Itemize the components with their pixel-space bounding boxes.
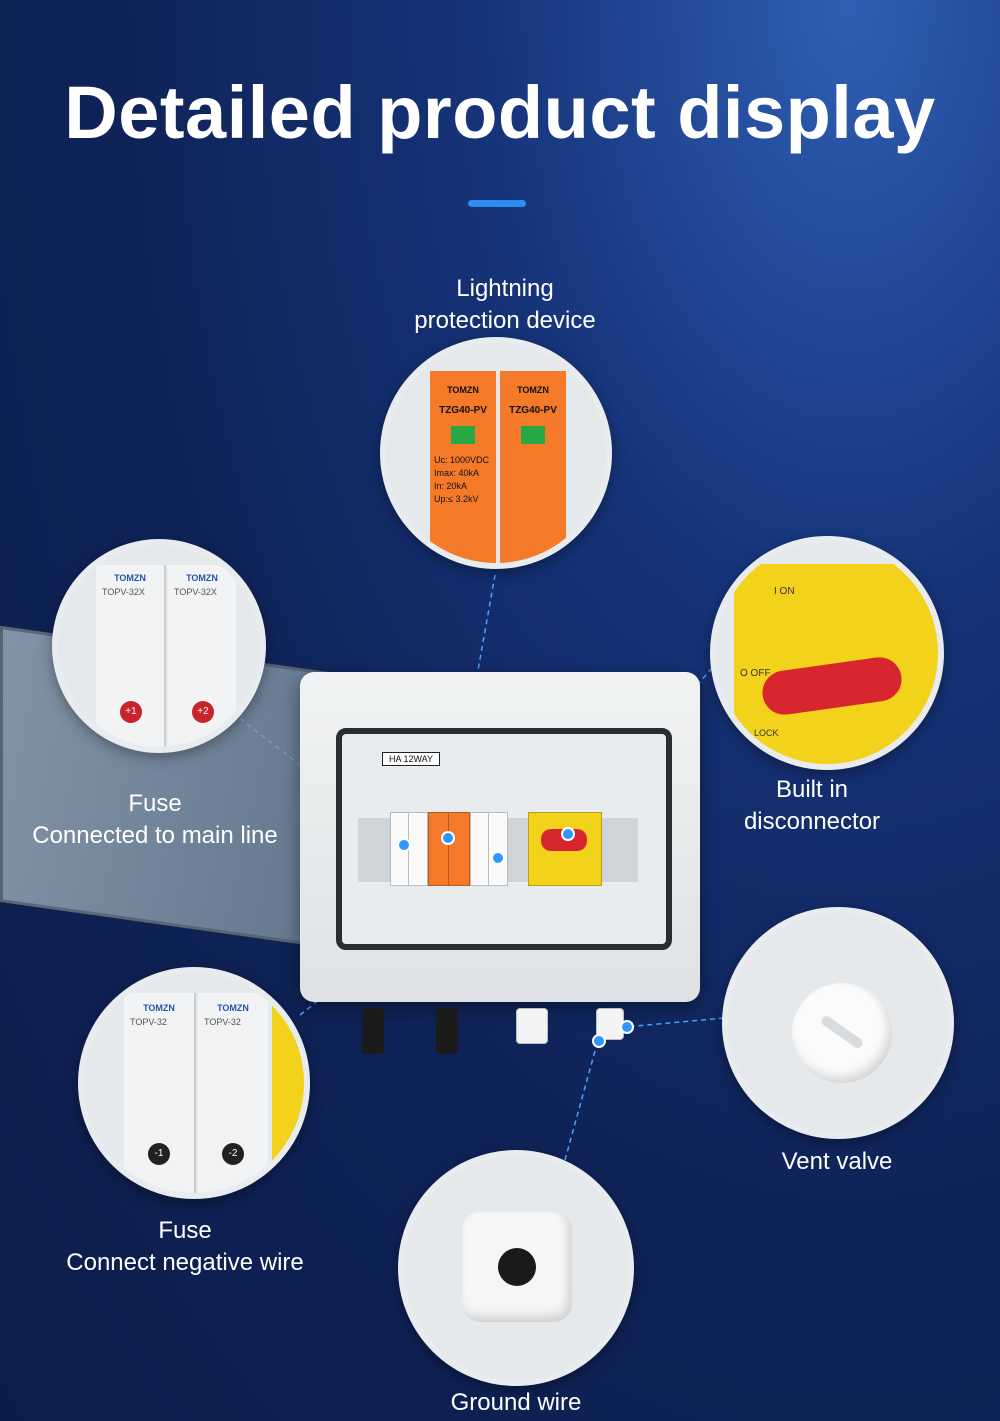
fuse-minus-badge: -2 — [222, 1143, 244, 1165]
marker-dot — [561, 827, 575, 841]
fuse-plus-badge: +2 — [192, 701, 214, 723]
lock-label: LOCK — [754, 728, 779, 738]
brand-label: TOMZN — [447, 385, 479, 395]
vent-cap — [792, 983, 892, 1083]
marker-dot — [397, 838, 411, 852]
disconnector-zoom: I ON O OFF LOCK — [710, 536, 944, 770]
brand-label: TOMZN — [114, 573, 146, 583]
mc4-connector — [362, 1008, 384, 1054]
on-label: I ON — [774, 586, 795, 597]
vent-valve-label: Vent valve — [781, 1148, 893, 1175]
switch-edge — [272, 993, 304, 1193]
spd-model-label: TZG40-PV — [509, 405, 557, 416]
off-label: O OFF — [740, 668, 771, 679]
fuse-model-label: TOPV-32 — [130, 1017, 167, 1027]
fuse-model-label: TOPV-32X — [102, 587, 145, 597]
fuse-holder-closeup: TOMZN TOPV-32X +1 — [96, 565, 166, 747]
fuse-model-label: TOPV-32X — [174, 587, 217, 597]
fuse-minus-badge: -1 — [148, 1143, 170, 1165]
spd-module-closeup: TOMZN TZG40-PV Uc: 1000VDC Imax: 40kA In… — [430, 371, 496, 563]
vent-valve-zoom — [722, 907, 954, 1139]
status-window — [521, 426, 545, 444]
marker-dot — [620, 1020, 634, 1034]
status-window — [451, 426, 475, 444]
page-title: Detailed product display — [64, 71, 936, 154]
fuse-main-label: Fuse Connected to main line — [32, 790, 278, 849]
brand-label: TOMZN — [143, 1003, 175, 1013]
spd-specs: Uc: 1000VDC Imax: 40kA In: 20kA Up:≤ 3.2… — [434, 455, 490, 504]
mc4-connector — [436, 1008, 458, 1054]
panel-label: HA 12WAY — [382, 752, 441, 766]
cable-gland-closeup — [462, 1212, 572, 1322]
fuse-holder-closeup: TOMZN TOPV-32 -2 — [198, 993, 268, 1193]
spd-model-label: TZG40-PV — [439, 405, 487, 416]
spd-module — [428, 812, 450, 886]
lightning-protection-label: Lightning protection device — [414, 275, 596, 334]
fuse-module — [470, 812, 490, 886]
disconnector-switch — [528, 812, 602, 886]
brand-label: TOMZN — [186, 573, 218, 583]
marker-dot — [441, 831, 455, 845]
spd-module-closeup: TOMZN TZG40-PV — [500, 371, 566, 563]
vent-slot — [819, 1014, 865, 1050]
fuse-module — [488, 812, 508, 886]
marker-dot — [592, 1034, 606, 1048]
fuse-main-zoom: TOMZN TOPV-32X +1 TOMZN TOPV-32X +2 — [52, 539, 266, 753]
switch-plate: I ON O OFF LOCK — [734, 564, 938, 764]
gland-hole — [498, 1248, 536, 1286]
lightning-protection-zoom: TOMZN TZG40-PV Uc: 1000VDC Imax: 40kA In… — [380, 337, 612, 569]
brand-label: TOMZN — [517, 385, 549, 395]
rotary-handle — [759, 654, 905, 718]
fuse-negative-label: Fuse Connect negative wire — [66, 1217, 304, 1276]
fuse-model-label: TOPV-32 — [204, 1017, 241, 1027]
fuse-module — [408, 812, 428, 886]
brand-label: TOMZN — [217, 1003, 249, 1013]
ground-wire-label: Ground wire — [450, 1389, 582, 1416]
disconnector-label: Built in disconnector — [743, 776, 881, 835]
cable-gland — [516, 1008, 548, 1044]
fuse-holder-closeup: TOMZN TOPV-32 -1 — [124, 993, 196, 1193]
spd-module — [448, 812, 470, 886]
title-underline — [468, 200, 526, 207]
fuse-holder-closeup: TOMZN TOPV-32X +2 — [168, 565, 236, 747]
inner-frame: HA 12WAY — [336, 728, 672, 950]
ground-wire-zoom — [398, 1150, 634, 1386]
fuse-plus-badge: +1 — [120, 701, 142, 723]
distribution-box: HA 12WAY — [300, 672, 700, 1054]
marker-dot — [491, 851, 505, 865]
fuse-negative-zoom: TOMZN TOPV-32 -1 TOMZN TOPV-32 -2 — [78, 967, 310, 1199]
